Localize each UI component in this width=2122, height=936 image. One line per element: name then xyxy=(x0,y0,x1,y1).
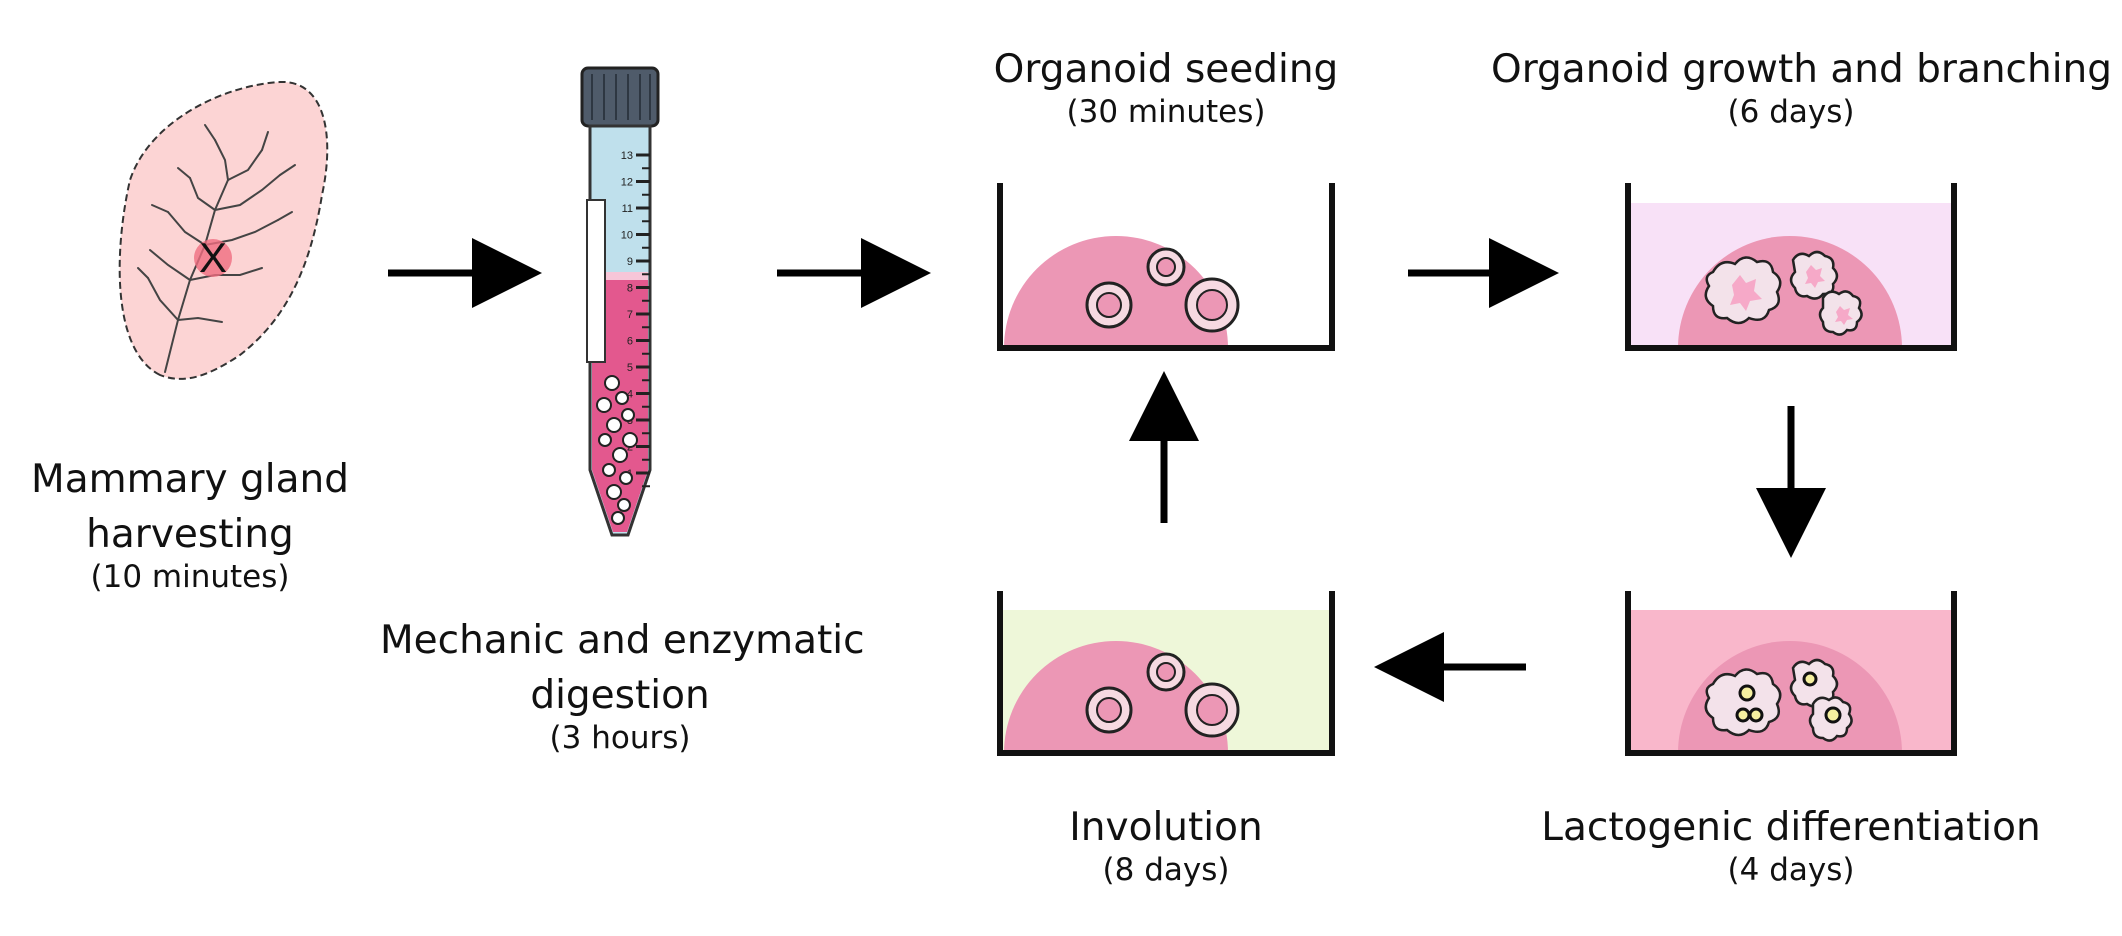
harvest-title-line2: harvesting xyxy=(86,512,294,557)
falcon-tube-illustration: 13121110987654321 xyxy=(580,66,660,537)
harvest-title-line1: Mammary gland xyxy=(31,457,349,502)
seeding-organoids xyxy=(1085,247,1240,333)
involution-duration: (8 days) xyxy=(1102,852,1230,888)
milk-droplets xyxy=(1735,671,1842,724)
digestion-label: Mechanic and enzymatic digestion (3 hour… xyxy=(380,618,865,756)
tube-mark-label: 12 xyxy=(621,177,633,189)
digestion-title-line2: digestion xyxy=(530,673,710,718)
tube-mark-label: 9 xyxy=(627,256,633,268)
well-walls xyxy=(1625,183,1957,351)
growth-duration: (6 days) xyxy=(1727,94,1855,130)
tube-mark-label: 10 xyxy=(621,230,633,242)
involution-title: Involution xyxy=(1069,805,1263,850)
growth-well xyxy=(1625,183,1957,351)
well-walls xyxy=(997,183,1335,351)
digestion-duration: (3 hours) xyxy=(549,720,691,756)
lactogenic-duration: (4 days) xyxy=(1727,852,1855,888)
seeding-title: Organoid seeding xyxy=(993,47,1339,92)
organoid-lumens xyxy=(1730,265,1853,325)
lactogenic-label: Lactogenic differentiation (4 days) xyxy=(1541,808,2041,886)
ductal-tree xyxy=(137,124,296,373)
mammary-gland-illustration: X xyxy=(118,80,329,380)
well-walls xyxy=(1625,591,1957,756)
lactogenic-well xyxy=(1625,591,1957,756)
lactogenic-title: Lactogenic differentiation xyxy=(1541,805,2041,850)
tissue-outline xyxy=(118,80,329,380)
tube-mark-label: 7 xyxy=(627,309,633,321)
growth-title: Organoid growth and branching xyxy=(1491,47,2113,92)
tube-mark-label: 5 xyxy=(627,362,633,374)
tube-mark-label: 11 xyxy=(622,203,633,215)
growth-label: Organoid growth and branching (6 days) xyxy=(1491,47,2113,130)
involution-well xyxy=(997,591,1335,756)
involution-label: Involution (8 days) xyxy=(1016,808,1316,886)
harvest-duration: (10 minutes) xyxy=(90,559,290,595)
digestion-title-line1: Mechanic and enzymatic xyxy=(380,618,865,663)
tube-mark-label: 13 xyxy=(621,150,633,162)
cap-ridges xyxy=(591,74,651,120)
seeding-well xyxy=(997,183,1335,351)
flow-arrows xyxy=(388,238,1826,702)
liquid-meniscus xyxy=(592,272,648,280)
tube-mark-label: 6 xyxy=(627,336,633,348)
excision-marker: X xyxy=(199,234,227,281)
seeding-label: Organoid seeding (30 minutes) xyxy=(966,50,1366,128)
lymph-node-marker xyxy=(194,239,232,277)
harvest-label: Mammary gland harvesting (10 minutes) xyxy=(30,460,350,593)
seeding-duration: (30 minutes) xyxy=(1066,94,1266,130)
well-walls xyxy=(997,591,1335,756)
involuted-organoids xyxy=(1085,652,1240,738)
tube-cap xyxy=(580,66,660,128)
tube-mark-label: 4 xyxy=(627,389,633,401)
tube-label-strip xyxy=(586,199,606,363)
tube-cells xyxy=(596,375,638,525)
tube-mark-label: 8 xyxy=(627,283,633,295)
